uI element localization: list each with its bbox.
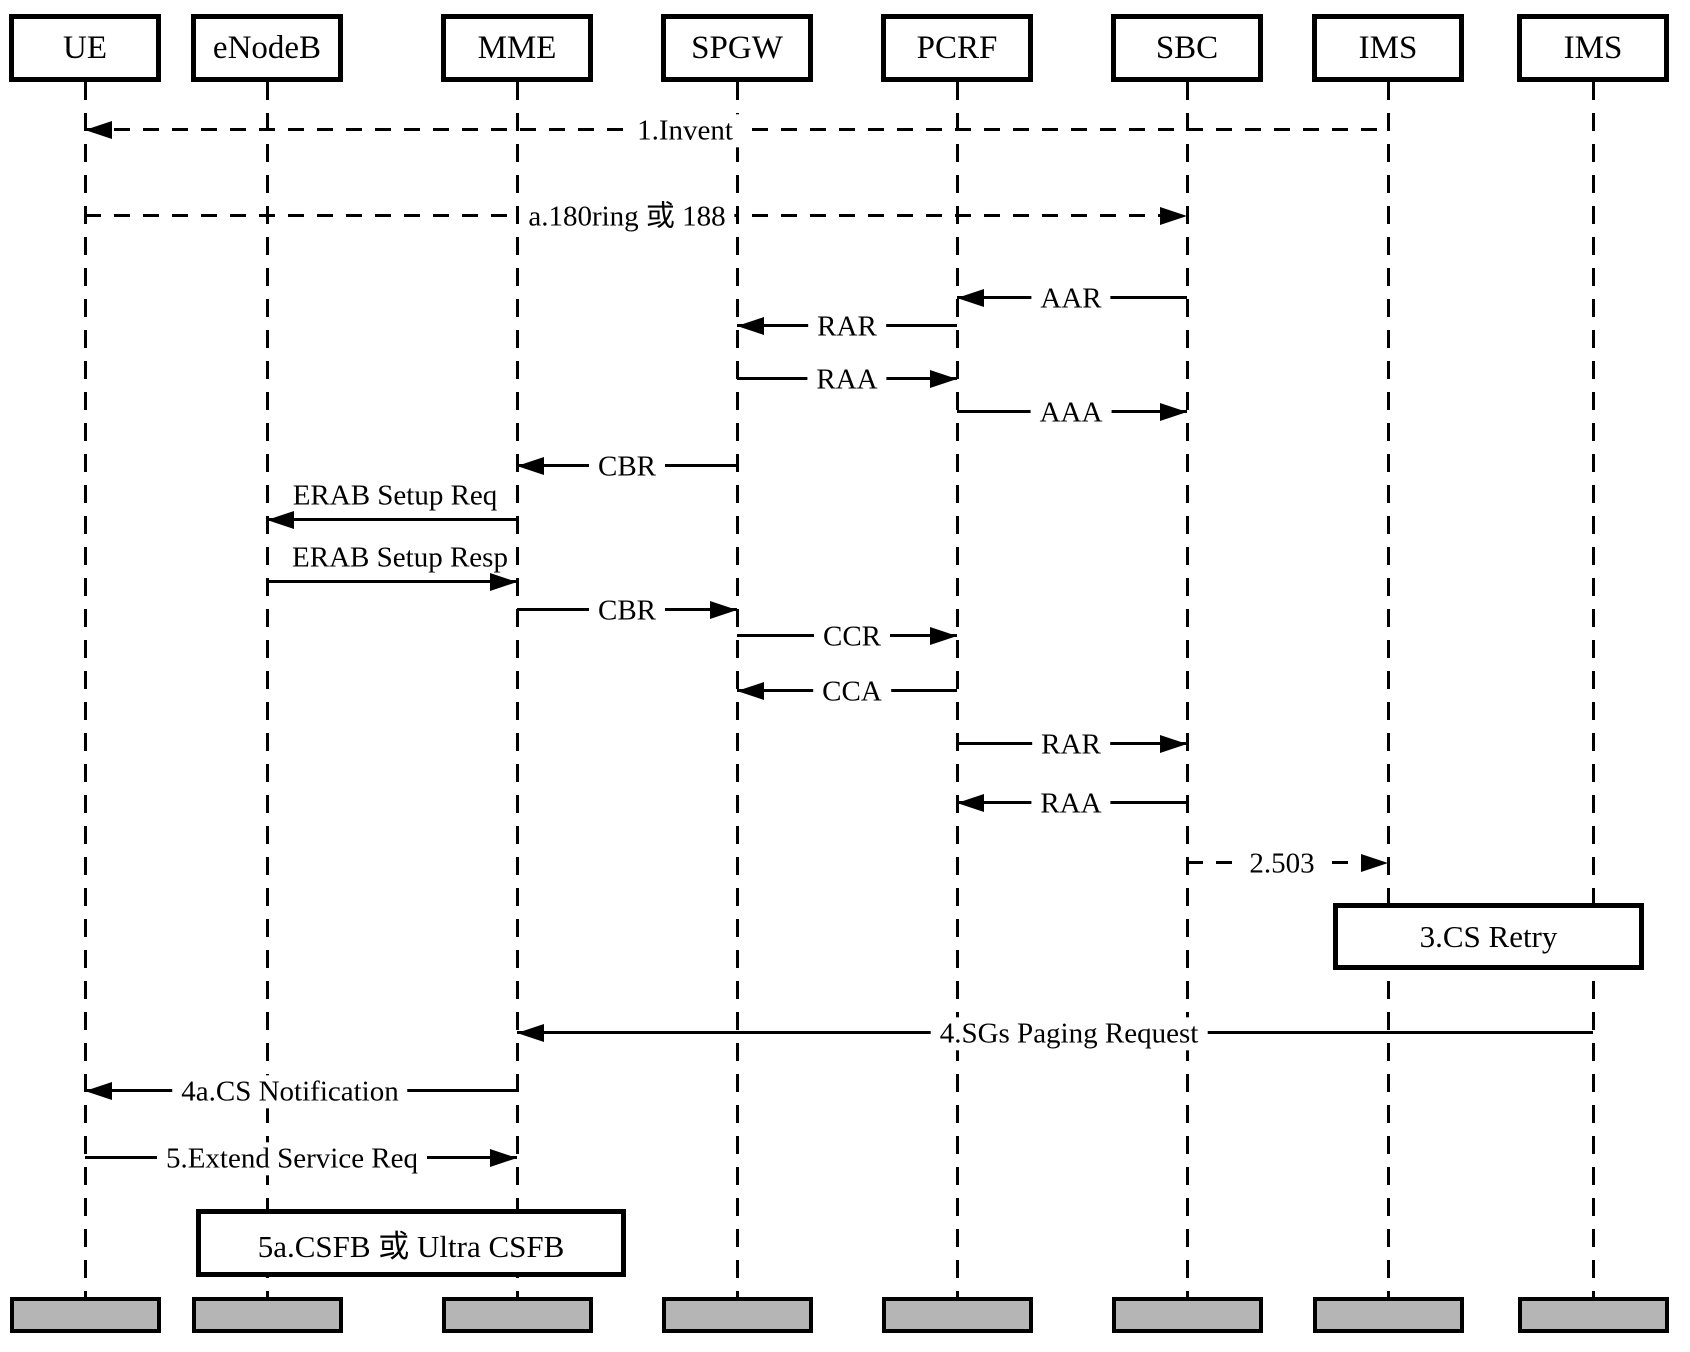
- message-label-aaa: AAA: [1030, 396, 1112, 430]
- message-line-erab-setup-req: [267, 518, 517, 521]
- message-arrowhead-cbr: [710, 601, 737, 619]
- message-arrowhead-a-180ring-188: [1160, 207, 1187, 225]
- lifeline-ue: [83, 82, 87, 1299]
- message-label-a-180ring-188: a.180ring 或 188: [519, 200, 735, 234]
- lifeline-pcrf: [955, 82, 959, 1299]
- message-label-rar: RAR: [1032, 728, 1110, 762]
- actor-label-ims2: IMS: [1563, 29, 1623, 66]
- process-box-label-3-cs-retry: 3.CS Retry: [1419, 918, 1558, 954]
- message-line-erab-setup-resp: [267, 580, 517, 583]
- process-box-3-cs-retry: 3.CS Retry: [1333, 903, 1644, 970]
- message-arrowhead-4-sgs-paging-request: [517, 1024, 544, 1042]
- terminator-ims1: [1312, 1297, 1464, 1333]
- message-arrowhead-2-503: [1361, 854, 1388, 872]
- process-box-5a-csfb-ultra-csfb: 5a.CSFB 或 Ultra CSFB: [196, 1209, 626, 1277]
- message-label-4a-cs-notification: 4a.CS Notification: [172, 1075, 408, 1109]
- message-arrowhead-aaa: [1160, 403, 1187, 421]
- terminator-pcrf: [881, 1297, 1033, 1333]
- message-arrowhead-rar: [1160, 735, 1187, 753]
- message-label-cbr: CBR: [588, 450, 666, 484]
- terminator-enodeb: [191, 1297, 343, 1333]
- actor-box-sbc: SBC: [1111, 14, 1263, 82]
- actor-label-spgw: SPGW: [691, 29, 783, 66]
- terminator-spgw: [661, 1297, 813, 1333]
- actor-label-ue: UE: [63, 29, 107, 66]
- lifeline-mme: [515, 82, 519, 1299]
- actor-box-mme: MME: [441, 14, 593, 82]
- message-arrowhead-erab-setup-resp: [490, 573, 517, 591]
- message-arrowhead-5-extend-service-req: [490, 1149, 517, 1167]
- actor-label-sbc: SBC: [1155, 29, 1219, 66]
- terminator-ims2: [1517, 1297, 1669, 1333]
- message-label-raa: RAA: [807, 363, 887, 397]
- message-label-cbr: CBR: [588, 594, 666, 628]
- actor-box-pcrf: PCRF: [881, 14, 1033, 82]
- message-label-raa: RAA: [1031, 787, 1111, 821]
- process-box-label-5a-csfb-ultra-csfb: 5a.CSFB 或 Ultra CSFB: [257, 1228, 565, 1264]
- message-arrowhead-erab-setup-req: [267, 511, 294, 529]
- message-label-2-503: 2.503: [1240, 847, 1324, 881]
- message-arrowhead-1-invent: [85, 121, 112, 139]
- actor-label-ims1: IMS: [1358, 29, 1418, 66]
- actor-box-ue: UE: [9, 14, 161, 82]
- message-arrowhead-aar: [957, 289, 984, 307]
- message-label-erab-setup-req: ERAB Setup Req: [292, 479, 498, 512]
- lifeline-enodeb: [265, 82, 269, 1299]
- message-label-aar: AAR: [1031, 282, 1111, 316]
- terminator-ue: [9, 1297, 161, 1333]
- message-arrowhead-ccr: [930, 627, 957, 645]
- message-label-1-invent: 1.Invent: [628, 114, 742, 148]
- actor-box-ims2: IMS: [1517, 14, 1669, 82]
- actor-label-pcrf: PCRF: [916, 29, 998, 66]
- message-arrowhead-raa: [957, 794, 984, 812]
- actor-label-mme: MME: [477, 29, 557, 66]
- actor-label-enodeb: eNodeB: [212, 29, 322, 66]
- actor-box-spgw: SPGW: [661, 14, 813, 82]
- message-label-ccr: CCR: [813, 620, 891, 654]
- message-arrowhead-raa: [930, 370, 957, 388]
- message-label-5-extend-service-req: 5.Extend Service Req: [156, 1142, 428, 1176]
- message-arrowhead-cbr: [517, 457, 544, 475]
- terminator-sbc: [1111, 1297, 1263, 1333]
- message-label-rar: RAR: [808, 310, 886, 344]
- message-arrowhead-cca: [737, 682, 764, 700]
- lifeline-sbc: [1185, 82, 1189, 1299]
- actor-box-enodeb: eNodeB: [191, 14, 343, 82]
- actor-box-ims1: IMS: [1312, 14, 1464, 82]
- message-arrowhead-4a-cs-notification: [85, 1082, 112, 1100]
- lifeline-ims1: [1386, 82, 1390, 1299]
- terminator-mme: [441, 1297, 593, 1333]
- lifeline-ims2: [1591, 82, 1595, 1299]
- message-label-4-sgs-paging-request: 4.SGs Paging Request: [930, 1017, 1208, 1051]
- message-label-erab-setup-resp: ERAB Setup Resp: [292, 541, 508, 574]
- message-arrowhead-rar: [737, 317, 764, 335]
- message-label-cca: CCA: [813, 675, 891, 709]
